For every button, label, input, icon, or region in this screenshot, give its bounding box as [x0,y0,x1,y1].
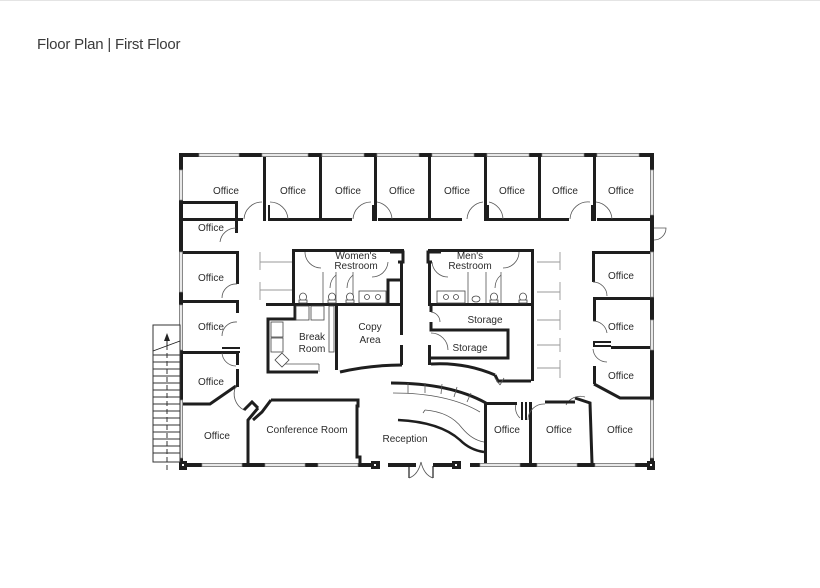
core-walls [266,249,534,386]
room-label-copy-area: Copy [358,322,381,333]
room-label-office: Office [499,186,525,197]
room-label-mens-restroom: Men's [457,251,483,262]
room-labels: Office Office Office Office Office Offic… [198,186,634,445]
right-office-walls [484,251,650,464]
room-label-office: Office [608,271,634,282]
room-label-office: Office [198,322,224,333]
room-label-office: Office [608,371,634,382]
room-label-office: Office [198,377,224,388]
room-label-office: Office [335,186,361,197]
left-office-walls [183,201,260,463]
room-label-mens-restroom: Restroom [448,261,491,272]
room-label-reception: Reception [382,434,427,445]
room-label-office: Office [607,425,633,436]
room-label-womens-restroom: Restroom [334,261,377,272]
conference-reception-walls [252,381,487,463]
staircase [152,324,181,470]
room-label-office: Office [198,273,224,284]
toilet-icon [298,292,355,304]
room-label-office: Office [280,186,306,197]
room-label-office: Office [494,425,520,436]
room-label-storage: Storage [452,343,487,354]
windows-top [198,153,640,157]
room-label-office: Office [444,186,470,197]
room-label-break-room: Room [299,344,326,355]
room-label-office: Office [608,186,634,197]
room-label-office: Office [213,186,239,197]
corridor-partitions [259,252,561,378]
room-label-womens-restroom: Women's [335,251,376,262]
windows-right [650,169,654,459]
main-entrance [408,461,434,479]
toilet-icon [489,292,528,304]
windows-bottom [201,463,636,467]
room-label-office: Office [198,223,224,234]
room-label-break-room: Break [299,332,326,343]
room-label-office: Office [546,425,572,436]
room-label-conference-room: Conference Room [266,425,347,436]
room-label-copy-area: Area [359,335,381,346]
top-divider [0,0,820,1]
stair-up-arrow-icon [164,333,170,341]
room-label-office: Office [204,431,230,442]
room-label-storage: Storage [467,315,502,326]
room-label-office: Office [608,322,634,333]
page-title: Floor Plan | First Floor [37,36,181,53]
room-label-office: Office [389,186,415,197]
top-office-walls [183,157,667,248]
room-label-office: Office [552,186,578,197]
